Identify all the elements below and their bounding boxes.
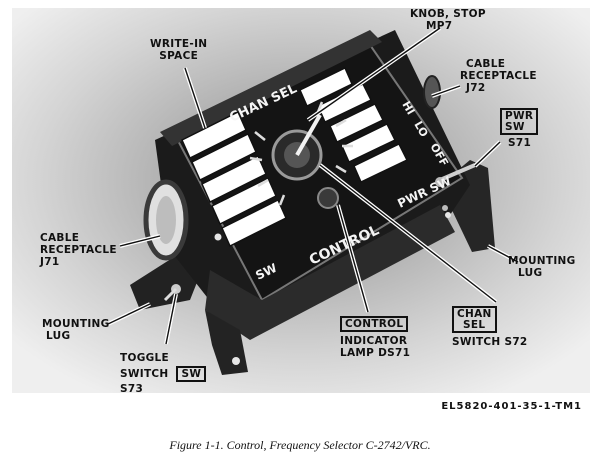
callout-mounting-lug-right: MOUNTING LUG (508, 255, 576, 279)
pwr-sw-box: PWR SW (500, 108, 539, 135)
callout-mounting-lug-left: MOUNTING LUG (42, 318, 110, 342)
leader-lines (107, 27, 519, 345)
chan-sel-box: CHAN SEL (452, 306, 497, 333)
callout-control-indicator-lamp: CONTROL INDICATOR LAMP DS71 (340, 316, 411, 359)
callout-cable-receptacle-j72: CABLE RECEPTACLE J72 (460, 58, 537, 94)
callout-knob-stop: KNOB, STOP MP7 (410, 8, 486, 32)
panel-label-hi: HI (399, 99, 417, 117)
figure-caption: Figure 1-1. Control, Frequency Selector … (169, 438, 431, 452)
callout-chan-sel-switch-s72: CHAN SEL SWITCH S72 (452, 306, 528, 348)
selector-ticks (249, 101, 353, 206)
figure-id-code: EL5820-401-35-1-TM1 (441, 401, 582, 412)
callout-toggle-switch-s73: TOGGLE SWITCH SW S73 (120, 352, 207, 395)
callout-pwr-sw-s71: PWR SW S71 (500, 108, 539, 149)
toggle-sw-box: SW (176, 366, 207, 382)
pwr-switch-toggle (439, 163, 476, 182)
write-in-space-right (299, 66, 409, 184)
callout-cable-receptacle-j71: CABLE RECEPTACLE J71 (40, 232, 117, 268)
write-in-space-left (181, 110, 287, 248)
control-box: CONTROL (340, 316, 409, 332)
callout-write-in-space: WRITE-IN SPACE (150, 38, 208, 62)
indicator-lamp-ds71 (317, 187, 339, 209)
knob-pointer (295, 114, 322, 156)
